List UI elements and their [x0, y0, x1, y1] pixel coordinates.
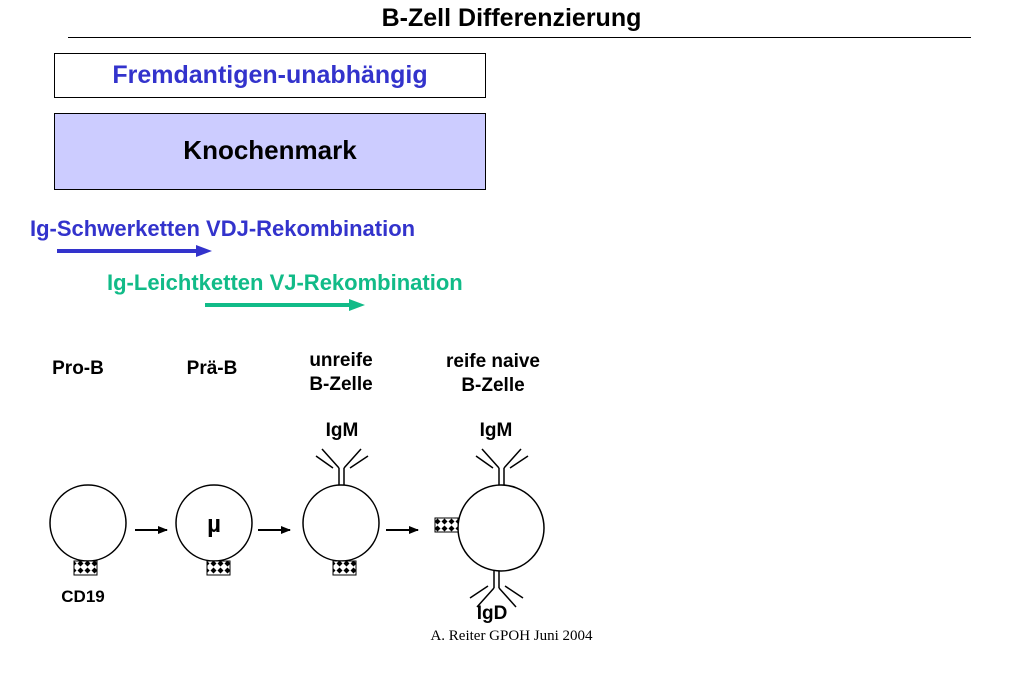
immature-cd19-marker [332, 560, 357, 576]
igm-label-immature: IgM [325, 420, 359, 441]
light-chain-recombination-label: Ig-Leichtketten VJ-Rekombination [107, 270, 463, 295]
mature-naive-b-cell [457, 484, 545, 572]
pro-b-label: Pro-B [52, 358, 104, 379]
pro-b-cell [49, 484, 127, 562]
igm-label-mature: IgM [479, 420, 513, 441]
mu-heavy-chain-label: µ [207, 511, 221, 538]
antigen-independent-box: Fremdantigen-unabhängig [54, 53, 486, 98]
mature-cd19-marker [434, 517, 459, 533]
heavy-chain-recombination-label: Ig-Schwerketten VDJ-Rekombination [30, 216, 416, 241]
immature-b-label: unreife B-Zelle [291, 349, 391, 397]
immature-b-cell [302, 484, 380, 562]
bone-marrow-box: Knochenmark [54, 113, 486, 190]
cd19-label: CD19 [61, 587, 105, 606]
immature-b-label-line1: unreife [309, 350, 373, 371]
bone-marrow-label: Knochenmark [183, 135, 357, 165]
mature-naive-b-label-line1: reife naive [446, 351, 540, 372]
page-title: B-Zell Differenzierung [381, 4, 642, 32]
cd19-marker [73, 560, 98, 576]
mature-igm-receptor [475, 448, 529, 485]
light-chain-arrow [205, 299, 365, 311]
mature-naive-b-label: reife naive B-Zelle [423, 350, 563, 398]
mature-igd-receptor [469, 571, 524, 608]
title-underline [68, 37, 971, 38]
pre-b-label: Prä-B [186, 358, 238, 379]
pre-b-cd19-marker [206, 560, 231, 576]
immature-b-label-line2: B-Zelle [309, 374, 373, 395]
footer-credit: A. Reiter GPOH Juni 2004 [430, 628, 593, 644]
mature-naive-b-label-line2: B-Zelle [461, 375, 525, 396]
igd-label: IgD [476, 603, 508, 624]
heavy-chain-arrow [57, 245, 212, 257]
immature-igm-receptor [315, 448, 369, 485]
